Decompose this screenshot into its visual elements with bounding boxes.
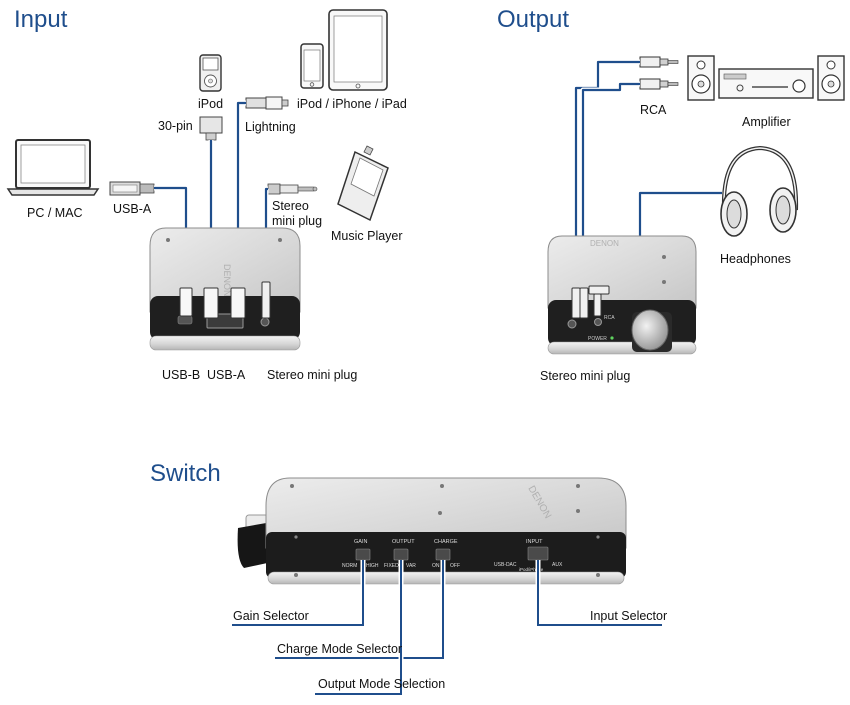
ipod-icon [199,54,222,92]
panel-high-text: HIGH [366,563,379,569]
panel-gain-text: GAIN [354,539,367,545]
usb-b-port-label: USB-B [162,368,201,382]
charge-mode-switch[interactable] [435,548,451,561]
panel-off-text: OFF [450,563,460,569]
output-dac-device: DENON RCA POWER [547,235,697,355]
headphones-icon [720,145,799,237]
output-mode-selection-label: Output Mode Selection [318,677,446,691]
stereo-mini-plug-cable-label: Stereo mini plug [272,199,323,228]
music-player-label: Music Player [331,229,403,243]
usb-a-cable-label: USB-A [113,202,152,216]
panel-fixed-text: FIXED [384,563,399,569]
ipod-label: iPod [198,97,224,111]
ipad-icon [328,9,388,91]
panel-input-text: INPUT [526,539,543,545]
rca-plugs-icon [639,56,679,90]
panel-aux-text: AUX [552,562,563,568]
gain-selector-label: Gain Selector [233,609,309,623]
30-pin-connector-icon [199,116,223,141]
switch-callout-lines [232,560,662,697]
amplifier-icon [718,68,814,99]
panel-usb-dac-text: USB-DAC [494,562,517,568]
lightning-connector-icon [245,96,289,110]
rca-label: RCA [640,103,667,117]
switch-panel-device: DENON GAIN OUTPUT CHARGE INPUT NORM HIGH… [237,477,627,585]
music-player-icon [337,145,389,222]
input-selector-label: Input Selector [590,609,668,623]
device-brand-text-output: DENON [590,239,619,248]
output-mode-switch[interactable] [393,548,409,561]
input-inserted-plugs [179,281,271,319]
panel-on-text: ON [432,563,440,569]
headphones-label: Headphones [720,252,791,266]
pc-mac-label: PC / MAC [27,206,83,220]
right-speaker-icon [817,55,845,101]
volume-knob [631,309,669,351]
usb-a-port-label: USB-A [207,368,246,382]
iphone-ipad-label: iPod / iPhone / iPad [297,97,407,111]
gain-switch[interactable] [355,548,371,561]
device-brand-text: DENON [222,264,232,297]
laptop-icon [6,139,100,196]
amplifier-label: Amplifier [742,115,791,129]
charge-mode-selector-label: Charge Mode Selector [277,642,403,656]
output-section-title: Output [497,6,570,33]
lightning-label: Lightning [245,120,296,134]
panel-ipod-iphone-text: iPod/iPhone [519,567,544,572]
output-stereo-mini-plug-label: Stereo mini plug [540,369,631,383]
stereo-mini-plug-icon [267,183,318,195]
input-switch[interactable] [527,546,549,561]
stereo-mini-plug-port-label: Stereo mini plug [267,368,358,382]
input-section-title: Input [14,6,68,33]
usb-a-plug-icon [109,181,155,196]
usb-b-port [177,315,193,325]
power-mark-text: POWER [588,336,607,342]
panel-output-text: OUTPUT [392,539,415,545]
iphone-icon [300,43,324,89]
panel-charge-text: CHARGE [434,539,458,545]
panel-norm-text: NORM [342,563,357,569]
headphone-jack [567,319,577,329]
30-pin-label: 30-pin [158,119,193,133]
switch-section-title: Switch [150,460,221,487]
left-speaker-icon [687,55,715,101]
stereo-mini-port [260,317,270,327]
output-inserted-plugs [571,285,610,319]
rca-mark-text: RCA [604,315,615,321]
panel-var-text: VAR [406,563,416,569]
input-dac-device: DENON [149,227,301,351]
